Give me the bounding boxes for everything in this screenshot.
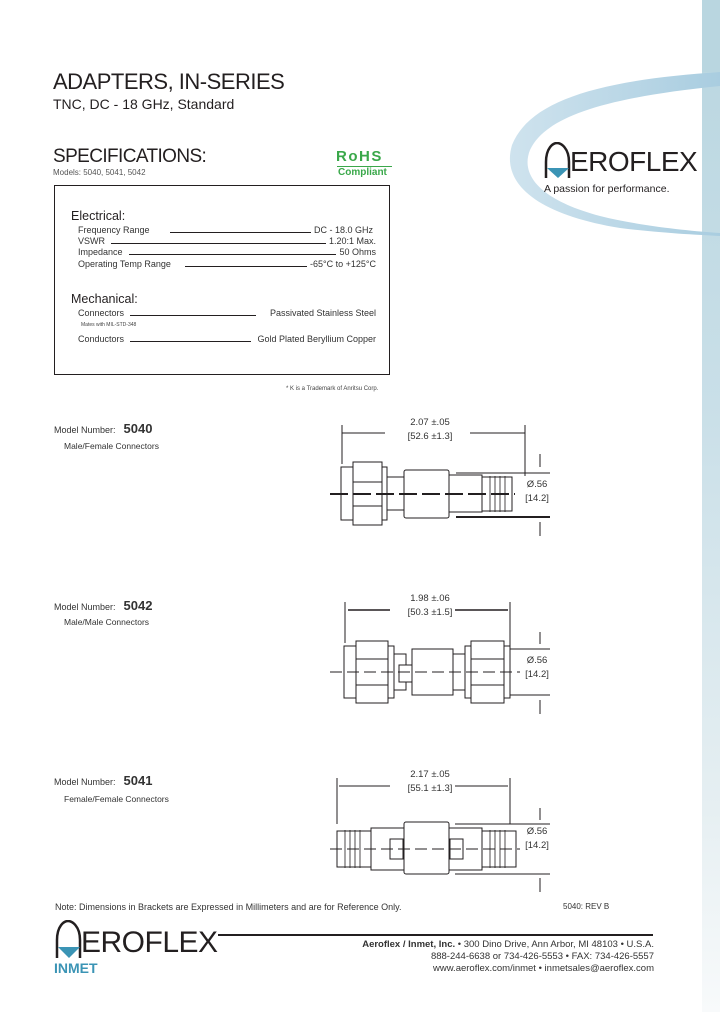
leader-line [130, 341, 252, 342]
adapter-5041-drawing [330, 778, 550, 892]
model-5041-header: Model Number: 5041 [54, 772, 152, 790]
trademark-note: * K is a Trademark of Anritsu Corp. [286, 386, 379, 392]
specifications-heading: SPECIFICATIONS: [53, 146, 207, 167]
model-number: 5040 [123, 421, 153, 436]
spec-value: DC - 18.0 GHz [313, 225, 373, 235]
diameter-mm: [14.2] [525, 669, 549, 680]
spec-value: Gold Plated Beryllium Copper [257, 334, 376, 344]
length-inches: 2.17 ±.05 [410, 769, 450, 780]
diameter-inches: Ø.56 [526, 655, 548, 666]
diameter-mm: [14.2] [525, 840, 549, 851]
length-inches: 1.98 ±.06 [410, 593, 450, 604]
company-name: Aeroflex / Inmet, Inc. [362, 939, 456, 950]
mechanical-heading: Mechanical: [71, 292, 138, 306]
length-mm: [55.1 ±1.3] [407, 783, 453, 794]
model-5042-header: Model Number: 5042 [54, 597, 152, 615]
leader-line [130, 315, 256, 316]
spec-value: 1.20:1 Max. [328, 236, 376, 246]
footer-divider [218, 934, 653, 936]
rohs-divider [337, 166, 392, 167]
adapter-5040-drawing [330, 425, 550, 536]
address-line: • 300 Dino Drive, Ann Arbor, MI 48103 • … [455, 939, 654, 950]
decorative-sidebar-band [702, 0, 720, 1012]
aeroflex-inmet-logo: EROFLEX INMET [54, 920, 218, 980]
model-5040-header: Model Number: 5040 [54, 420, 152, 438]
diameter-mm: [14.2] [525, 493, 549, 504]
inmet-wordmark: INMET [54, 960, 98, 976]
aeroflex-tagline: A passion for performance. [544, 183, 670, 195]
aeroflex-arch-icon [55, 920, 82, 958]
spec-row-frequency: Frequency Range DC - 18.0 GHz [78, 225, 373, 235]
spec-label: Conductors [78, 334, 125, 344]
model-number: 5042 [123, 598, 153, 613]
diameter-inches: Ø.56 [526, 826, 548, 837]
rohs-compliant-label: Compliant [338, 167, 387, 178]
specifications-models: Models: 5040, 5041, 5042 [53, 168, 146, 177]
spec-row-connectors: Connectors Passivated Stainless Steel [78, 308, 376, 318]
model-number: 5041 [123, 773, 153, 788]
drawing-5040: 2.07 ±.05 [52.6 ±1.3] Ø.56 [14.2] [330, 412, 560, 562]
spec-label: VSWR [78, 236, 105, 246]
spec-value: -65°C to +125°C [310, 259, 376, 269]
specifications-box: Electrical: Frequency Range DC - 18.0 GH… [54, 185, 390, 375]
length-inches: 2.07 ±.05 [410, 417, 450, 428]
spec-label: Operating Temp Range [78, 259, 171, 269]
length-mm: [50.3 ±1.5] [407, 607, 453, 618]
drawing-5041: 2.17 ±.05 [55.1 ±1.3] Ø.56 [14.2] [330, 764, 560, 904]
leader-line [128, 254, 337, 255]
connectors-note: Mates with MIL-STD-348 [81, 322, 137, 328]
leader-line [111, 243, 326, 244]
aeroflex-wordmark: EROFLEX [81, 926, 218, 959]
leader-line [169, 232, 311, 233]
model-number-label: Model Number: [54, 425, 116, 435]
electrical-heading: Electrical: [71, 209, 126, 223]
model-description: Male/Female Connectors [64, 441, 159, 451]
spec-label: Impedance [78, 247, 123, 257]
spec-value: Passivated Stainless Steel [269, 308, 376, 318]
company-address: Aeroflex / Inmet, Inc. • 300 Dino Drive,… [362, 939, 654, 950]
diameter-inches: Ø.56 [526, 479, 548, 490]
aeroflex-arch-icon [544, 142, 571, 178]
decorative-swoosh [509, 0, 720, 236]
rohs-label: RoHS [336, 148, 383, 165]
model-number-label: Model Number: [54, 602, 116, 612]
spec-row-temp: Operating Temp Range -65°C to +125°C [78, 259, 376, 269]
page-subtitle: TNC, DC - 18 GHz, Standard [53, 96, 235, 112]
revision-label: 5040: REV B [563, 902, 610, 911]
model-description: Female/Female Connectors [64, 794, 169, 804]
adapter-5042-drawing [330, 602, 550, 714]
web-email-line: www.aeroflex.com/inmet • inmetsales@aero… [433, 963, 654, 974]
spec-label: Frequency Range [78, 225, 150, 235]
spec-value: 50 Ohms [339, 247, 376, 257]
model-description: Male/Male Connectors [64, 617, 150, 627]
spec-row-impedance: Impedance 50 Ohms [78, 247, 376, 257]
aeroflex-wordmark: EROFLEX [570, 146, 698, 177]
dimensions-note: Note: Dimensions in Brackets are Express… [55, 902, 402, 912]
drawing-5042: 1.98 ±.06 [50.3 ±1.5] Ø.56 [14.2] [330, 588, 560, 738]
spec-label: Connectors [78, 308, 125, 318]
page-title: ADAPTERS, IN-SERIES [53, 69, 285, 94]
length-mm: [52.6 ±1.3] [407, 431, 453, 442]
spec-row-vswr: VSWR 1.20:1 Max. [78, 236, 376, 246]
spec-row-conductors: Conductors Gold Plated Beryllium Copper [78, 334, 376, 344]
model-number-label: Model Number: [54, 777, 116, 787]
phone-fax-line: 888-244-6638 or 734-426-5553 • FAX: 734-… [430, 951, 654, 962]
leader-line [184, 266, 308, 267]
